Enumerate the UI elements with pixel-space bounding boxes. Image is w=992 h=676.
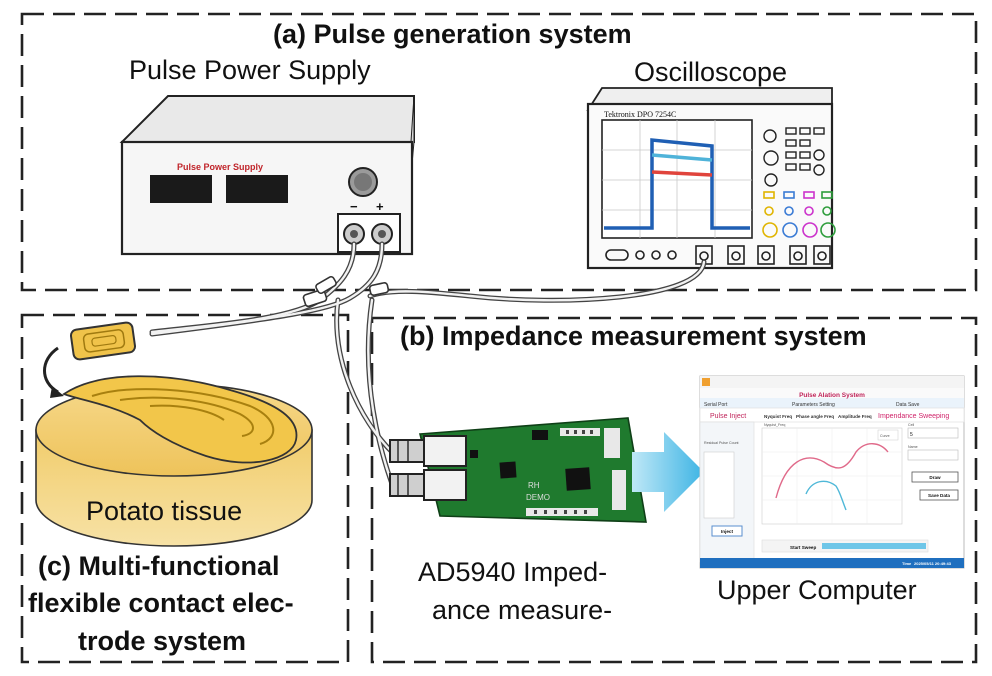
field-name-label: Name [908, 445, 918, 449]
sweep-title: Impendance Sweeping [878, 413, 949, 420]
oscilloscope [586, 87, 836, 270]
status-bar [700, 558, 964, 568]
legend-label: Curve [880, 434, 890, 438]
pulse-inject-title: Pulse Inject [710, 413, 746, 420]
potato-tissue [35, 375, 313, 547]
scope-front-ports [605, 245, 831, 265]
flexible-electrode-patch [69, 321, 137, 361]
draw-button[interactable] [911, 471, 959, 483]
inject-button[interactable] [711, 525, 743, 537]
supply-display-left [150, 175, 212, 203]
scope-channel-buttons [762, 191, 836, 238]
supply-display-right [226, 175, 288, 203]
inject-button-label: Inject [721, 529, 733, 534]
section-a-box [20, 12, 978, 292]
save-data-label: Save Data [928, 493, 950, 498]
section-a-title: (a) Pulse generation system [273, 19, 632, 49]
nyquist-curve-cyan [805, 480, 847, 511]
ad5940-label-line1: AD5940 Imped- [418, 557, 608, 587]
save-data-button[interactable] [919, 489, 959, 501]
ad5940-board: RH DEMO [389, 417, 647, 523]
bnc-connector-bottom [389, 469, 467, 501]
ad5940-label-line2: ance measure- [432, 595, 613, 625]
plot-title: Nyquist_Freq [764, 423, 785, 427]
sweep-progress [822, 543, 926, 549]
electrode-on-potato [62, 375, 298, 464]
tab-phase-angle[interactable]: Phase angle Freq [796, 414, 834, 419]
pulse-supply-title: Pulse Power Supply [129, 55, 371, 85]
section-c-line1: (c) Multi-functional [38, 551, 280, 581]
tab-amplitude[interactable]: Amplitude Freq [838, 414, 872, 419]
bnc-connector-top [389, 435, 467, 467]
status-time-label: Time [902, 561, 912, 566]
field-cell-label: Cell [908, 423, 914, 427]
status-time: 2025/05/11 20:49:43 [914, 561, 952, 566]
menu-parameters-setting[interactable]: Parameters Setting [792, 402, 835, 408]
cable-sleeve-3 [315, 275, 337, 295]
section-b-title: (b) Impedance measurement system [400, 321, 867, 351]
scope-trace-cyan [651, 153, 713, 162]
upper-computer-label: Upper Computer [717, 575, 917, 605]
section-c-line2: flexible contact elec- [28, 588, 294, 618]
placement-arrow [43, 346, 59, 394]
section-c-box [20, 313, 350, 664]
nyquist-curve-pink [775, 443, 889, 499]
scope-trace-blue [604, 138, 750, 230]
plus-label: + [376, 199, 384, 214]
scope-grid [602, 120, 752, 238]
supply-panel-label: Pulse Power Supply [177, 162, 263, 172]
potato-label: Potato tissue [86, 496, 243, 526]
start-sweep-label[interactable]: Start Sweep [790, 545, 816, 550]
menu-serial-port[interactable]: Serial Port [704, 402, 728, 408]
cable-sleeve-2 [368, 281, 390, 297]
residual-label: Residual Pulse Count [704, 441, 739, 445]
oscilloscope-title: Oscilloscope [634, 57, 788, 87]
section-c-line3: trode system [78, 626, 247, 656]
draw-button-label: Draw [929, 475, 941, 480]
window-title: Pulse Alation System [799, 392, 865, 399]
board-mark-rh: RH [528, 481, 540, 490]
menu-data-save[interactable]: Data Save [896, 402, 920, 408]
board-mark-demo: DEMO [526, 493, 550, 502]
oscilloscope-brand: Tektronix DPO 7254C [604, 110, 676, 119]
data-flow-arrow [632, 432, 704, 512]
scope-controls [763, 127, 825, 187]
software-window: Pulse Alation System Serial Port Paramet… [699, 375, 965, 569]
field-cell-value[interactable]: 5 [910, 432, 913, 438]
section-b-box [370, 316, 978, 664]
pulse-power-supply [119, 95, 415, 256]
scope-trace-red [651, 170, 713, 177]
tab-nyquist[interactable]: Nyquist Freq [764, 414, 792, 419]
minus-label: − [350, 199, 358, 214]
